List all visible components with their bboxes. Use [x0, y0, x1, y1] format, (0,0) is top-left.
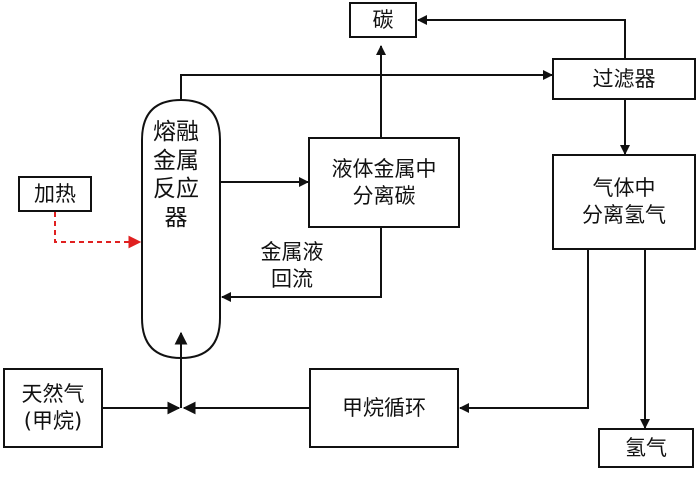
heating-box: 加热 [18, 176, 92, 212]
reactor-vessel [141, 98, 221, 360]
methane-recycle-label: 甲烷循环 [342, 395, 426, 420]
arrow-reactor-to-filter [180, 70, 553, 100]
hydrogen-label: 氢气 [625, 435, 667, 460]
liquid-metal-separation-label: 液体金属中 分离碳 [331, 156, 437, 208]
arrow-gas-separation-to-methane-recycle [459, 250, 589, 413]
filter-label: 过滤器 [592, 66, 656, 91]
gas-separation-box: 气体中 分离氢气 [552, 154, 696, 250]
methane-recycle-box: 甲烷循环 [309, 368, 459, 448]
liquid-metal-separation-box: 液体金属中 分离碳 [308, 137, 460, 228]
hydrogen-box: 氢气 [598, 428, 694, 468]
arrow-heating [54, 212, 142, 249]
gas-separation-label: 气体中 分离氢气 [582, 176, 666, 227]
carbon-label: 碳 [372, 7, 394, 32]
arrow-metal-reflux [221, 228, 382, 302]
arrow-filter-to-carbon [417, 15, 626, 60]
natural-gas-box: 天然气 (甲烷) [3, 368, 103, 448]
heating-label: 加热 [34, 181, 76, 206]
reactor-label: 熔融金属反应器 [153, 119, 199, 231]
filter-box: 过滤器 [552, 58, 696, 100]
carbon-box: 碳 [349, 2, 417, 38]
natural-gas-label: 天然气 (甲烷) [21, 382, 85, 433]
